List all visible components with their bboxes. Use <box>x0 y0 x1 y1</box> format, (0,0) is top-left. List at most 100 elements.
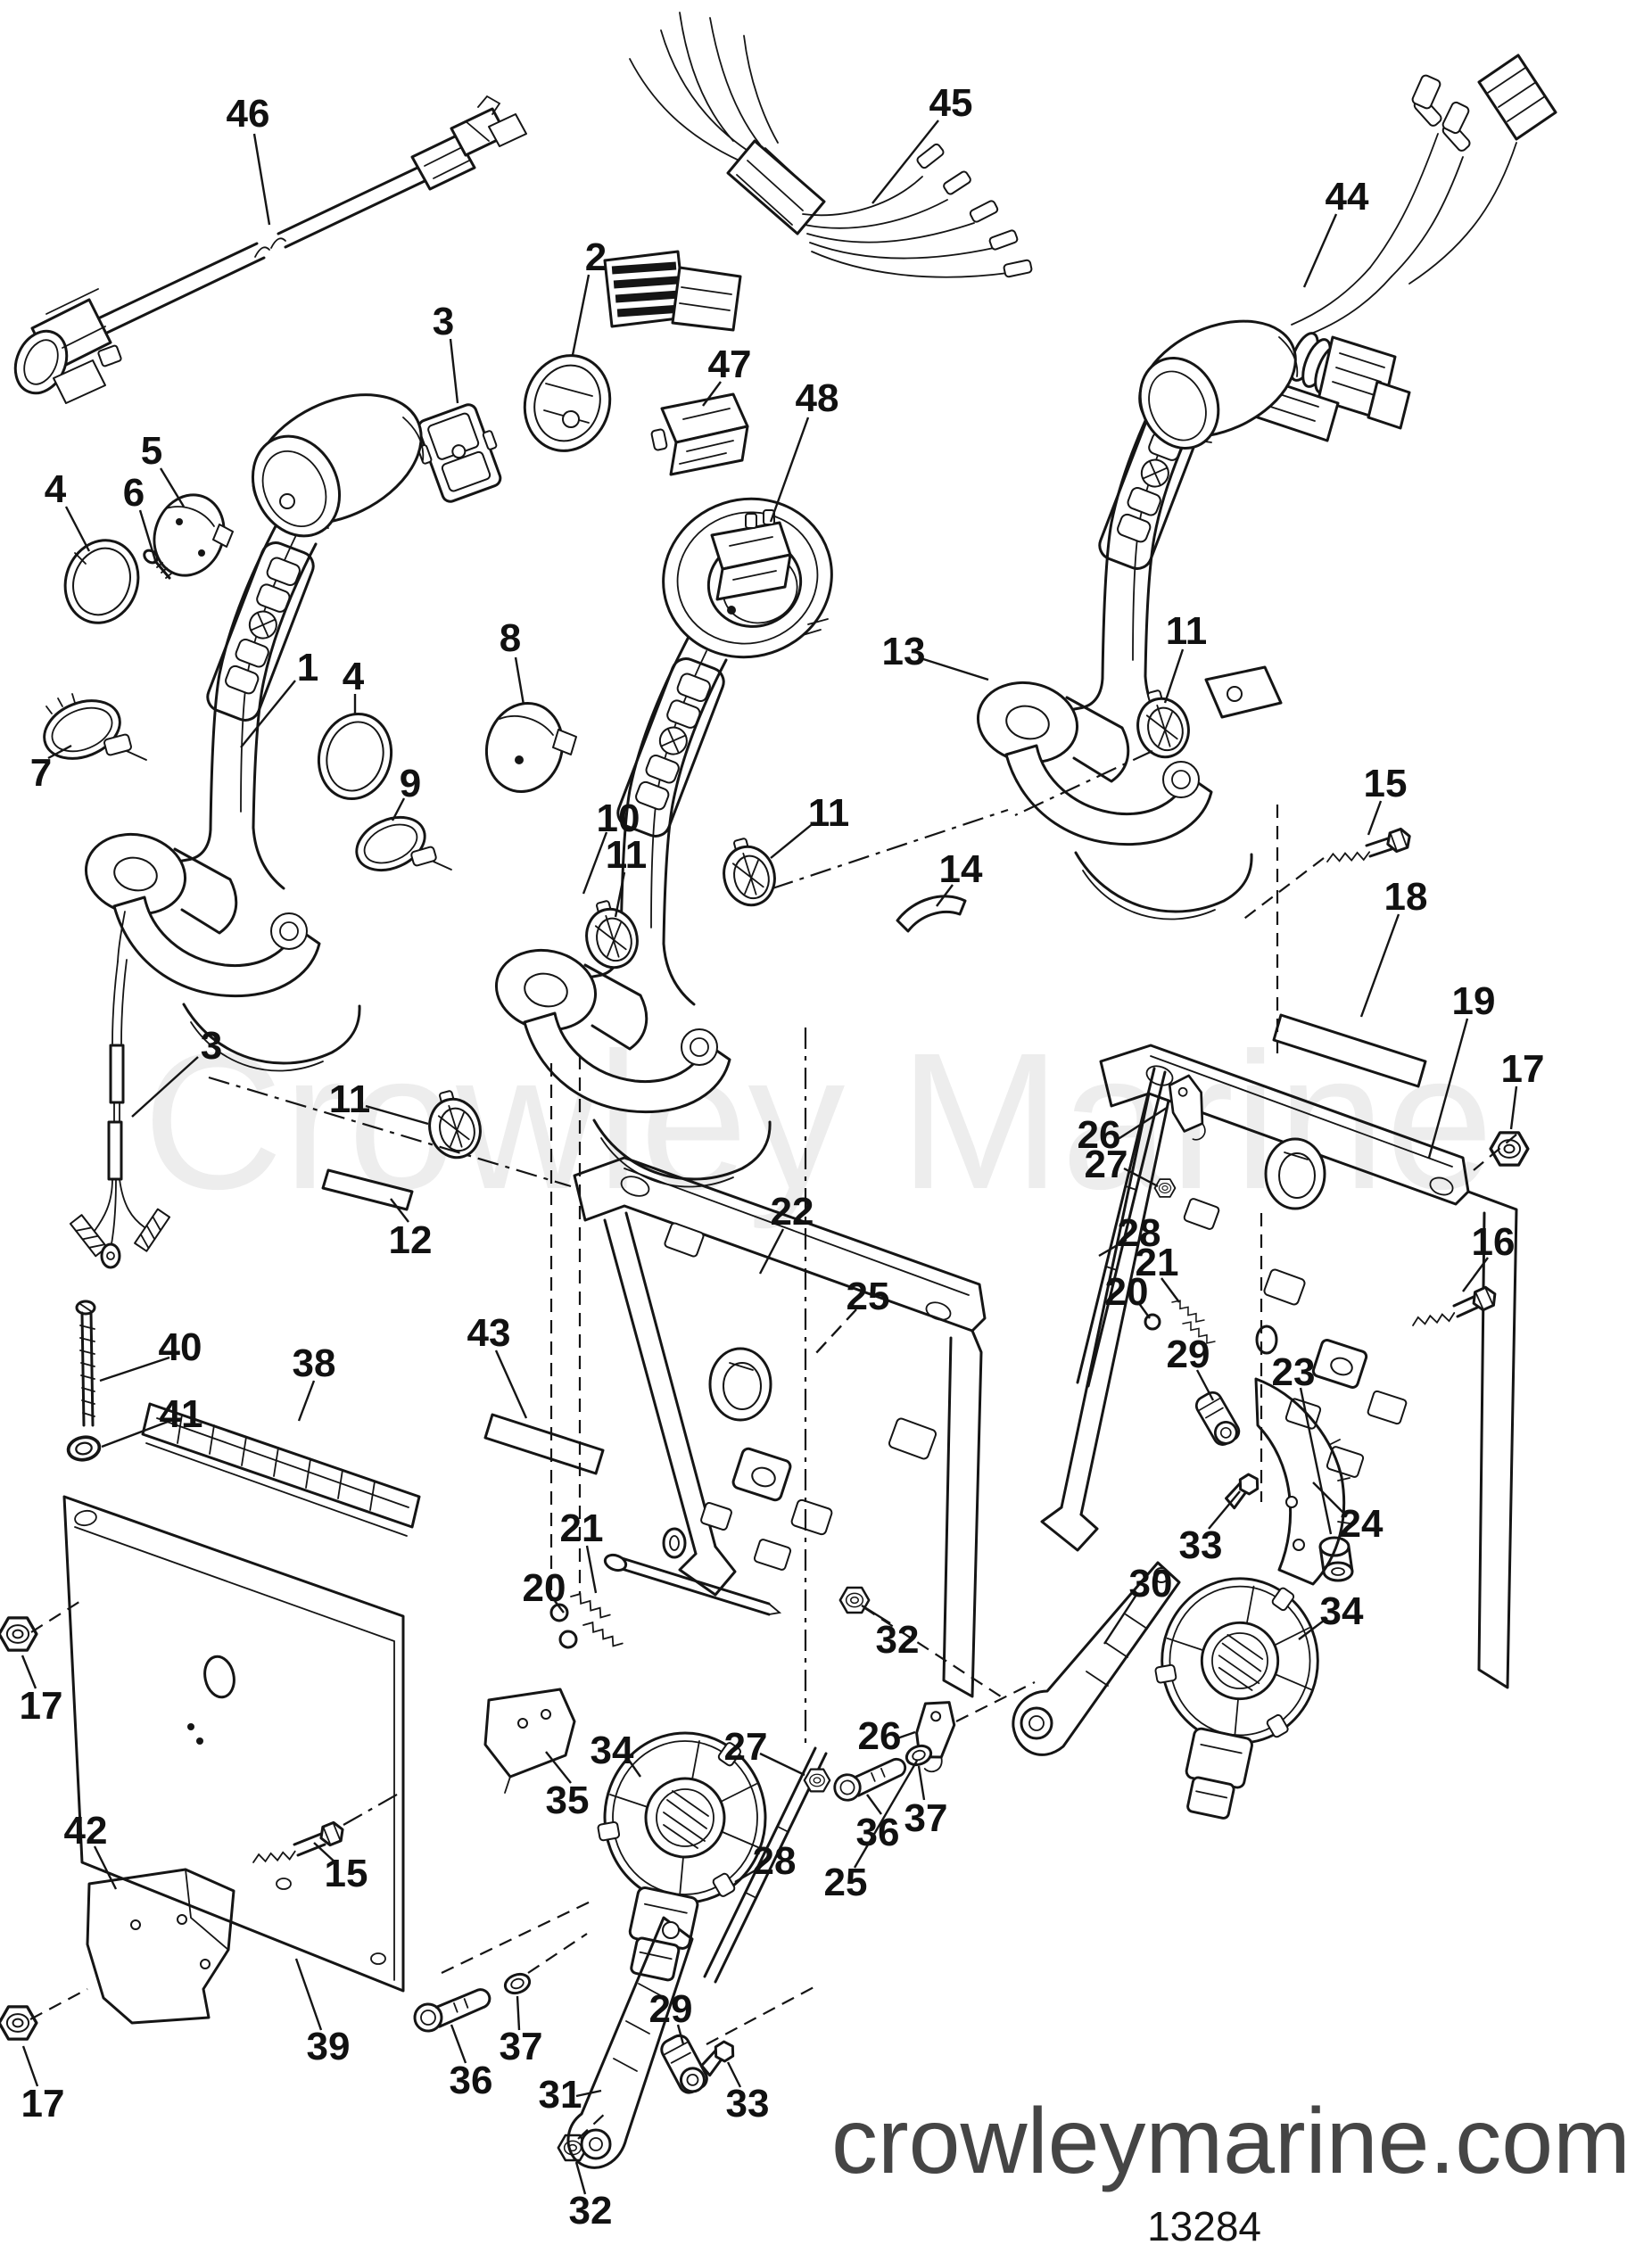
callout-19: 19 <box>1452 979 1496 1023</box>
callout-27: 27 <box>724 1725 768 1769</box>
callout-40: 40 <box>159 1325 202 1369</box>
callout-14: 14 <box>939 847 983 891</box>
callout-4: 4 <box>45 467 67 511</box>
callout-41: 41 <box>160 1392 203 1436</box>
screw-40 <box>75 1300 96 1427</box>
callout-25: 25 <box>824 1861 868 1904</box>
callout-leader-39 <box>294 1958 323 2031</box>
callout-23: 23 <box>1272 1350 1316 1394</box>
callout-leader-15 <box>313 1842 338 1865</box>
callout-leader-14 <box>936 884 954 907</box>
callout-leader-27 <box>1123 1167 1159 1188</box>
callout-leader-29 <box>676 2024 685 2045</box>
callout-47: 47 <box>708 343 752 386</box>
callout-leader-15 <box>1367 800 1383 836</box>
callout-leader-25 <box>853 1760 919 1869</box>
callout-15: 15 <box>1364 762 1408 805</box>
callout-11: 11 <box>329 1077 371 1121</box>
callout-4: 4 <box>343 655 365 698</box>
callout-38: 38 <box>293 1341 336 1385</box>
callout-32: 32 <box>569 2189 613 2233</box>
callout-6: 6 <box>123 471 145 515</box>
footer-site-text: crowleymarine.com <box>831 2090 1631 2193</box>
callout-15: 15 <box>325 1852 368 1895</box>
callout-leader-8 <box>514 656 525 706</box>
callout-9: 9 <box>400 762 421 805</box>
callout-leader-3 <box>131 1056 199 1118</box>
callout-leader-11 <box>1163 648 1185 704</box>
washer-37a <box>500 1969 534 1998</box>
callout-16: 16 <box>1472 1220 1516 1264</box>
connector-47 <box>650 392 749 476</box>
callout-leader-28 <box>1098 1238 1127 1258</box>
callout-leader-21 <box>1161 1277 1180 1303</box>
callout-39: 39 <box>307 2025 351 2068</box>
retainer-ring-4b <box>317 712 393 801</box>
callout-leader-36 <box>450 2024 467 2064</box>
callout-37: 37 <box>904 1796 948 1840</box>
callout-leader-41 <box>101 1420 169 1449</box>
callout-3: 3 <box>201 1024 222 1068</box>
control-lever-13 <box>969 319 1299 921</box>
callout-leader-5 <box>159 467 186 508</box>
callout-30: 30 <box>1129 1562 1173 1605</box>
cover-disc-8 <box>484 701 577 794</box>
callout-36: 36 <box>450 2059 493 2102</box>
bolt-15a <box>250 1820 344 1874</box>
callout-leader-26 <box>894 1730 916 1741</box>
callout-leader-30 <box>1103 1594 1138 1645</box>
grommet-11c <box>714 831 783 912</box>
callout-11: 11 <box>808 791 850 835</box>
bracket-19 <box>1040 1013 1518 1689</box>
bracket-42 <box>86 1868 235 2025</box>
callout-leader-31 <box>575 2089 602 2098</box>
callout-leader-3 <box>449 338 459 404</box>
callout-32: 32 <box>876 1618 920 1662</box>
callout-28: 28 <box>1118 1211 1161 1255</box>
callout-leader-37 <box>516 1995 521 2031</box>
callout-1: 1 <box>297 646 318 689</box>
nut-17a <box>0 1616 38 1652</box>
decal-strip-43 <box>483 1413 605 1475</box>
callout-leader-42 <box>93 1845 118 1890</box>
callout-43: 43 <box>467 1311 511 1355</box>
bolt-16 <box>1409 1285 1497 1336</box>
lever-1-wiring <box>69 911 171 1269</box>
control-lever-1 <box>77 393 425 1073</box>
callout-leader-13 <box>920 656 989 681</box>
callout-10: 10 <box>597 796 640 840</box>
grommet-11b <box>576 894 646 975</box>
callout-33: 33 <box>1179 1523 1223 1567</box>
callout-leader-1 <box>240 680 296 748</box>
callout-28: 28 <box>753 1839 797 1883</box>
callout-11: 11 <box>1166 609 1208 653</box>
callout-8: 8 <box>500 616 521 660</box>
callout-leader-12 <box>390 1198 409 1223</box>
callout-leader-37 <box>917 1765 926 1801</box>
callout-leader-17 <box>1509 1085 1518 1130</box>
callout-34: 34 <box>591 1729 634 1772</box>
rodend-29b <box>1192 1388 1244 1450</box>
callout-leader-9 <box>391 797 406 821</box>
callout-24: 24 <box>1340 1502 1384 1546</box>
callout-27: 27 <box>1085 1143 1128 1186</box>
callout-26: 26 <box>1078 1113 1121 1157</box>
callout-leader-4 <box>64 506 91 552</box>
callout-5: 5 <box>141 429 162 473</box>
callout-leader-36 <box>866 1794 882 1815</box>
callout-20: 20 <box>523 1566 566 1610</box>
callout-leader-32 <box>574 2161 587 2195</box>
nut-17c <box>1489 1131 1530 1167</box>
callout-25: 25 <box>847 1275 890 1318</box>
spacer-23 <box>1318 1536 1354 1582</box>
callout-33: 33 <box>726 2082 770 2125</box>
callout-3: 3 <box>433 300 454 343</box>
callout-leader-33 <box>1208 1490 1241 1530</box>
callout-21: 21 <box>560 1506 604 1550</box>
callout-leader-21 <box>585 1545 598 1594</box>
callout-37: 37 <box>500 2025 543 2068</box>
connector-48 <box>710 509 792 601</box>
bushing-2 <box>523 354 612 452</box>
callout-leader-17 <box>21 2045 39 2087</box>
